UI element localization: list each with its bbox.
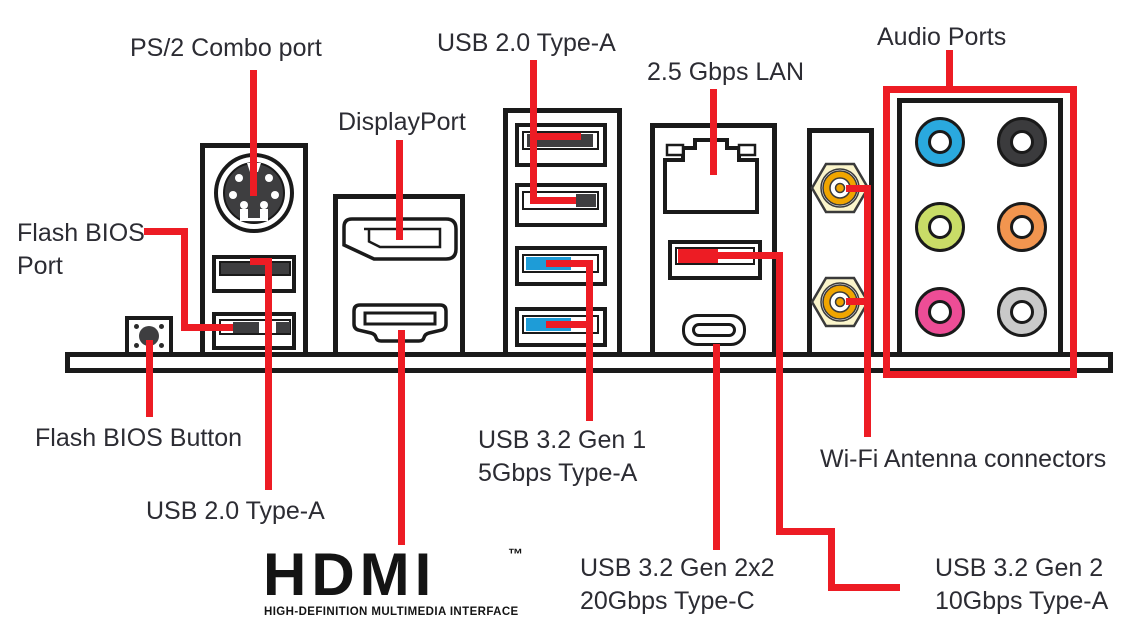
- callout-line-usb2-top-branch1: [530, 133, 581, 140]
- lan-port: [663, 138, 759, 214]
- audio-jack-pink: [915, 287, 965, 337]
- callout-line-lan: [710, 89, 717, 175]
- label-ps2-combo-port: PS/2 Combo port: [130, 34, 322, 62]
- button-screw-dot: [159, 324, 164, 329]
- usb2-port-a2-contact: [233, 322, 259, 333]
- callout-line-usb2-top: [530, 60, 537, 204]
- label-displayport: DisplayPort: [338, 108, 466, 136]
- flash-bios-button: [125, 316, 173, 356]
- usb2-port-b2-contact: [576, 194, 596, 207]
- button-screw-dot: [134, 343, 139, 348]
- label-usb32-gen2: USB 3.2 Gen 2 10Gbps Type-A: [935, 552, 1108, 618]
- callout-line-gen1-branch2: [546, 321, 593, 328]
- audio-jack-hole: [928, 215, 952, 239]
- label-flash-bios-port: Flash BIOS Port: [17, 217, 145, 283]
- callout-line-flash-bios-button: [146, 340, 153, 417]
- callout-line-audio-stub: [946, 50, 953, 90]
- label-usb32-gen1-line1: USB 3.2 Gen 1: [478, 426, 647, 454]
- callout-line-flash-bios-port-h2: [181, 324, 258, 331]
- button-screw-dot: [159, 343, 164, 348]
- callout-line-flash-bios-port-h1: [144, 228, 188, 235]
- audio-jack-hole: [928, 130, 952, 154]
- audio-jack-blue: [915, 117, 965, 167]
- label-usb32-gen2x2-line2: 20Gbps Type-C: [580, 587, 755, 615]
- lan-led-right: [737, 143, 757, 157]
- lan-led-left: [665, 143, 685, 157]
- audio-jack-hole: [928, 300, 952, 324]
- button-screw-dot: [134, 324, 139, 329]
- label-usb32-gen2x2-line1: USB 3.2 Gen 2x2: [580, 554, 775, 582]
- label-usb32-gen1-line2: 5Gbps Type-A: [478, 459, 638, 487]
- label-usb32-gen2x2: USB 3.2 Gen 2x2 20Gbps Type-C: [580, 552, 775, 618]
- hdmi-connector: [352, 303, 448, 343]
- label-audio-ports: Audio Ports: [877, 23, 1007, 51]
- label-flash-bios-port-line1: Flash BIOS: [17, 219, 145, 247]
- audio-jack-orange: [997, 202, 1047, 252]
- label-usb32-gen2-line2: 10Gbps Type-A: [935, 587, 1109, 615]
- callout-line-gen1-branch1: [546, 260, 593, 267]
- wifi-antenna-connector-2: [810, 276, 870, 328]
- callout-line-gen2-v2: [828, 528, 835, 591]
- callout-line-hdmi: [398, 330, 405, 545]
- callout-line-displayport: [396, 140, 403, 240]
- callout-line-wifi-v: [864, 185, 871, 437]
- label-usb32-gen2-line1: USB 3.2 Gen 2: [935, 554, 1104, 582]
- audio-jack-hole: [1010, 300, 1034, 324]
- audio-jack-hole: [1010, 215, 1034, 239]
- callout-line-usb2-bottom-v: [265, 258, 272, 490]
- label-lan: 2.5 Gbps LAN: [647, 58, 805, 86]
- label-wifi-antenna: Wi-Fi Antenna connectors: [820, 445, 1107, 473]
- audio-jack-lime: [915, 202, 965, 252]
- hdmi-logo-tagline: HIGH-DEFINITION MULTIMEDIA INTERFACE: [264, 606, 519, 618]
- hdmi-logo-trademark: ™: [508, 546, 523, 563]
- usb2-port-a2-contact: [276, 322, 290, 333]
- label-usb2-type-a-bottom: USB 2.0 Type-A: [146, 497, 325, 525]
- callout-line-flash-bios-port-v: [181, 228, 188, 331]
- audio-callout-box: [883, 86, 1077, 378]
- callout-line-gen1-v: [586, 260, 593, 421]
- flash-bios-button-core: [139, 326, 159, 346]
- callout-line-typec: [713, 344, 720, 550]
- hdmi-logo-wordmark: HDMI: [263, 541, 437, 608]
- callout-line-gen2-h2: [776, 528, 835, 535]
- usb32-gen2-port-contact: [678, 249, 718, 263]
- callout-line-ps2: [250, 70, 257, 196]
- callout-line-gen2-h3: [828, 584, 900, 591]
- callout-line-wifi-stub2: [846, 298, 871, 305]
- callout-line-usb2-top-branch2: [530, 197, 586, 204]
- label-flash-bios-port-line2: Port: [17, 252, 63, 280]
- callout-line-gen2-v1: [776, 252, 783, 535]
- label-usb2-type-a-top: USB 2.0 Type-A: [437, 29, 616, 57]
- callout-line-wifi-stub1: [846, 185, 871, 192]
- label-flash-bios-button: Flash BIOS Button: [35, 424, 243, 452]
- usb-typec-port-connector: [692, 323, 736, 337]
- label-usb32-gen1: USB 3.2 Gen 1 5Gbps Type-A: [478, 424, 646, 490]
- callout-line-gen2-h1: [715, 252, 783, 259]
- audio-jack-silver: [997, 287, 1047, 337]
- audio-jack-hole: [1010, 130, 1034, 154]
- audio-jack-black: [997, 117, 1047, 167]
- callout-line-usb2-bottom-h: [250, 258, 272, 265]
